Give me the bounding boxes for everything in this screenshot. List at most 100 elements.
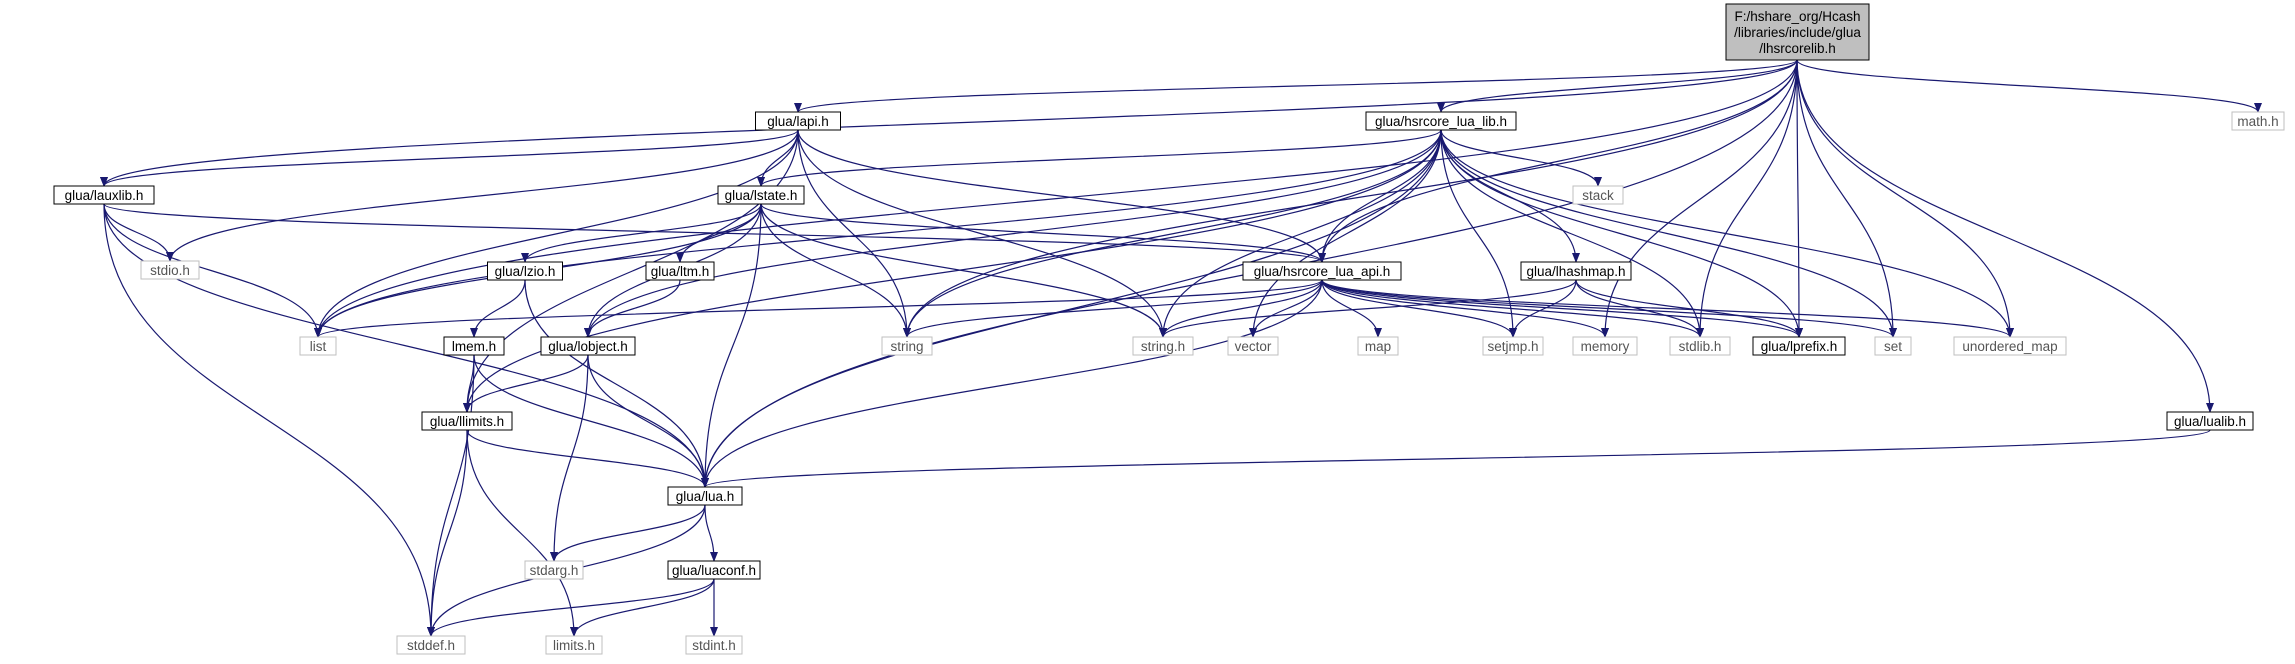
edge-lua-to-stdarg [550, 504, 706, 562]
node-stddef[interactable]: stddef.h [396, 635, 466, 655]
edge-root-to-lauxlib [100, 59, 1798, 187]
node-memory[interactable]: memory [1572, 336, 1638, 356]
node-lzio[interactable]: glua/lzio.h [487, 261, 563, 281]
node-hsrcore-lua-lib[interactable]: glua/hsrcore_lua_lib.h [1365, 111, 1517, 131]
node-map[interactable]: map [1357, 336, 1399, 356]
node-box-stdlib [1669, 336, 1731, 356]
edge-luaconf-to-limits [570, 578, 715, 637]
node-set[interactable]: set [1874, 336, 1912, 356]
node-stdlib[interactable]: stdlib.h [1669, 336, 1731, 356]
edge-hsrcore_lua_api-to-setjmp [1321, 279, 1517, 338]
node-box-lstate [717, 185, 805, 205]
root-node-line-1: F:/hshare_org/Hcash [1734, 9, 1860, 24]
edge-root-to-string [903, 59, 1798, 338]
node-llimits[interactable]: glua/llimits.h [421, 411, 513, 431]
edge-hsrcore_lua_lib-to-llimits [463, 129, 1442, 413]
node-label-stack: stack [1582, 188, 1614, 203]
node-layer: F:/hshare_org/Hcash /libraries/include/g… [53, 3, 2285, 655]
edge-root-to-lualib [1796, 59, 2214, 413]
node-box-hsrcore-lua-api [1242, 261, 1402, 281]
node-label-vector: vector [1235, 339, 1272, 354]
node-lhashmap[interactable]: glua/lhashmap.h [1520, 261, 1632, 281]
edge-hsrcore_lua_api-to-set [1321, 279, 1897, 338]
edge-root-to-lapi [794, 59, 1798, 113]
node-label-map: map [1365, 339, 1391, 354]
node-box-stddef [396, 635, 466, 655]
node-box-vector [1227, 336, 1279, 356]
edge-llimits-to-limits [466, 429, 578, 637]
node-label-stdarg: stdarg.h [530, 563, 579, 578]
node-setjmp[interactable]: setjmp.h [1482, 336, 1544, 356]
edge-lstate-to-lua [701, 203, 762, 488]
edge-lua-to-luaconf [704, 504, 718, 562]
node-label-lmem: lmem.h [452, 339, 496, 354]
node-math[interactable]: math.h [2231, 111, 2285, 131]
node-luaconf[interactable]: glua/luaconf.h [667, 560, 761, 580]
node-label-string: string [890, 339, 923, 354]
edge-root-to-hsrcore_lua_api [1318, 59, 1798, 263]
edge-hsrcore_lua_api-to-string_h [1159, 279, 1323, 338]
node-label-lua: glua/lua.h [676, 489, 735, 504]
edge-lapi-to-hsrcore_lua_api [797, 129, 1326, 263]
edge-lualib-to-lua [701, 429, 2211, 488]
node-label-lhashmap: glua/lhashmap.h [1526, 264, 1625, 279]
node-lprefix[interactable]: glua/lprefix.h [1752, 336, 1846, 356]
node-list[interactable]: list [299, 336, 337, 356]
edge-lobject-to-llimits [463, 354, 589, 413]
node-box-list [299, 336, 337, 356]
node-limits[interactable]: limits.h [545, 635, 603, 655]
edge-lhashmap-to-string_h [1159, 279, 1577, 338]
node-label-stdlib: stdlib.h [1679, 339, 1722, 354]
edge-hsrcore_lua_lib-to-stack [1440, 129, 1602, 187]
node-box-string [881, 336, 933, 356]
edge-hsrcore_lua_api-to-list [314, 279, 1323, 338]
edge-luaconf-to-stddef [427, 578, 715, 637]
node-vector[interactable]: vector [1227, 336, 1279, 356]
node-lua[interactable]: glua/lua.h [667, 486, 743, 506]
edge-hsrcore_lua_lib-to-lhashmap [1440, 129, 1580, 263]
edge-hsrcore_lua_lib-to-vector [1249, 129, 1442, 338]
node-stdarg[interactable]: stdarg.h [524, 560, 584, 580]
node-box-stack [1572, 185, 1624, 205]
edge-lapi-to-list [314, 129, 799, 338]
node-stdio[interactable]: stdio.h [140, 260, 200, 280]
node-string-h[interactable]: string.h [1132, 336, 1194, 356]
edge-root-to-list [314, 59, 1798, 338]
node-lualib[interactable]: glua/lualib.h [2166, 411, 2254, 431]
node-box-string-h [1132, 336, 1194, 356]
edge-lstate-to-ltm [676, 203, 762, 263]
edge-hsrcore_lua_api-to-vector [1249, 279, 1323, 338]
node-label-math: math.h [2237, 114, 2278, 129]
node-lstate[interactable]: glua/lstate.h [717, 185, 805, 205]
node-hsrcore-lua-api[interactable]: glua/hsrcore_lua_api.h [1242, 261, 1402, 281]
node-lmem[interactable]: lmem.h [443, 336, 505, 356]
edge-hsrcore_lua_lib-to-stdlib [1440, 129, 1704, 338]
edge-llimits-to-lua [466, 429, 709, 488]
node-box-stdint [685, 635, 743, 655]
edge-root-to-unordered_map [1796, 59, 2014, 338]
node-stack[interactable]: stack [1572, 185, 1624, 205]
node-label-ltm: glua/ltm.h [651, 264, 710, 279]
node-box-map [1357, 336, 1399, 356]
node-stdint[interactable]: stdint.h [685, 635, 743, 655]
node-label-lapi: glua/lapi.h [767, 114, 829, 129]
node-lapi[interactable]: glua/lapi.h [755, 111, 841, 131]
node-box-luaconf [667, 560, 761, 580]
node-box-lauxlib [53, 185, 155, 205]
node-lobject[interactable]: glua/lobject.h [540, 336, 636, 356]
root-node-lhsrcorelib-h[interactable]: F:/hshare_org/Hcash /libraries/include/g… [1725, 3, 1870, 61]
edge-lapi-to-llimits [463, 129, 799, 413]
edge-hsrcore_lua_lib-to-string_h [1159, 129, 1442, 338]
node-ltm[interactable]: glua/ltm.h [645, 261, 715, 281]
edge-hsrcore_lua_lib-to-lobject [584, 129, 1442, 338]
edge-lauxlib-to-hsrcore_lua_api [103, 203, 1326, 263]
edge-lstate-to-lzio [521, 203, 762, 263]
node-label-stdio: stdio.h [150, 263, 190, 278]
node-label-stddef: stddef.h [407, 638, 455, 653]
edge-root-to-lprefix [1794, 59, 1803, 338]
edge-root-to-hsrcore_lua_lib [1437, 59, 1798, 113]
node-lauxlib[interactable]: glua/lauxlib.h [53, 185, 155, 205]
node-string[interactable]: string [881, 336, 933, 356]
node-unordered-map[interactable]: unordered_map [1953, 336, 2067, 356]
node-label-lstate: glua/lstate.h [725, 188, 798, 203]
